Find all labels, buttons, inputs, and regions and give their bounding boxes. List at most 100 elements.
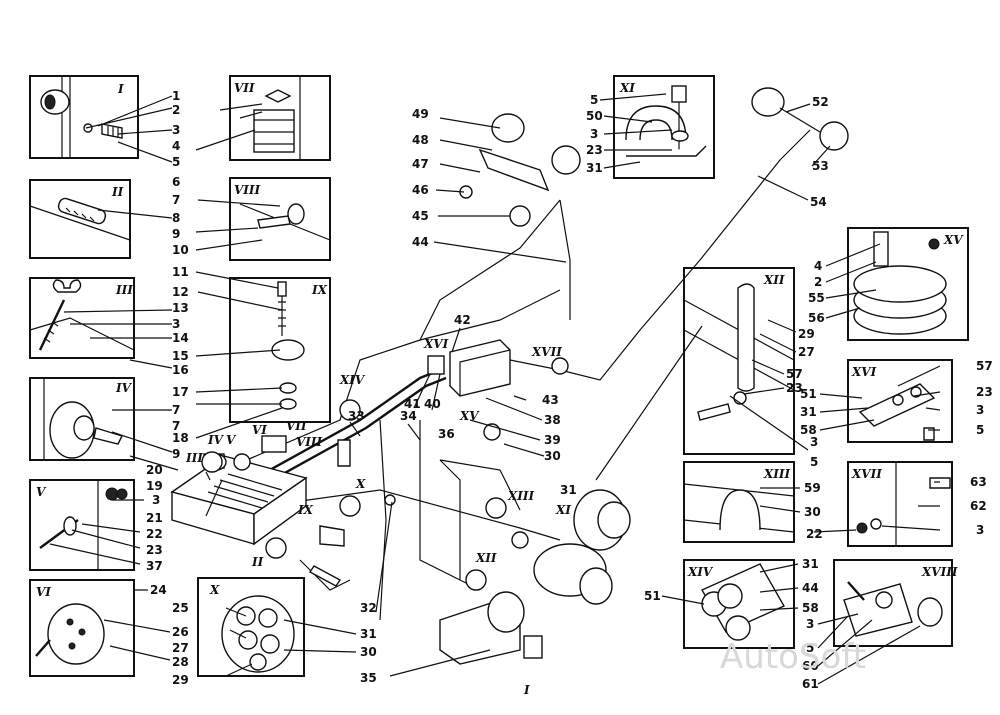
callout: 3	[590, 127, 598, 141]
inset-label-VII: VII	[234, 81, 255, 95]
callout: 39	[544, 433, 561, 447]
callout: 42	[454, 313, 471, 327]
callout: 16	[172, 363, 189, 377]
callout: 3	[976, 523, 984, 537]
callout: 13	[172, 301, 189, 315]
callout: 59	[804, 481, 821, 495]
inset-box-III: III	[29, 277, 135, 359]
callout: 31	[800, 405, 817, 419]
callout: 5	[810, 455, 818, 469]
callout: 53	[812, 159, 829, 173]
callout: 14	[172, 331, 189, 345]
callout: 61	[802, 677, 819, 691]
main-label-XVII: XVII	[531, 345, 562, 359]
inset-label-IV: IV	[115, 381, 133, 395]
callout: 57	[976, 359, 993, 373]
main-label-XIII: XIII	[507, 489, 535, 503]
callout: 52	[812, 95, 829, 109]
inset-label-II: II	[111, 185, 124, 199]
callout: 5	[976, 423, 984, 437]
callout: 62	[970, 499, 987, 513]
callout: 29	[172, 673, 189, 687]
main-label-XIV: XIV	[339, 373, 366, 387]
callout: 51	[644, 589, 661, 603]
inset-label-VIII: VIII	[234, 183, 261, 197]
inset-box-XV: XV	[847, 227, 969, 341]
callout: 48	[412, 133, 429, 147]
callout: 11	[172, 265, 189, 279]
callout: 44	[412, 235, 429, 249]
callout: 5	[806, 641, 814, 655]
inset-label-XIII: XIII	[763, 467, 791, 481]
inset-label-XV: XV	[943, 233, 964, 247]
callout: 43	[542, 393, 559, 407]
inset-box-XII: XII	[683, 267, 795, 455]
main-label-X: X	[355, 477, 366, 491]
callout: 7	[172, 193, 180, 207]
inset-box-XVIII: XVIII	[833, 559, 958, 647]
inset-box-XVII: XVII	[847, 461, 953, 547]
inset-label-XVI: XVI	[851, 365, 877, 379]
callout: 55	[808, 291, 825, 305]
inset-box-VII: VII	[229, 75, 331, 161]
main-label-II: II	[251, 555, 264, 569]
callout-numbers: 1 2 3 4 5 6 7 8 9 10 11 12 13 3 14 15 16…	[146, 89, 993, 691]
leader-lines	[49, 93, 941, 685]
callout: 34	[400, 409, 417, 423]
callout: 40	[424, 397, 441, 411]
callout: 56	[808, 311, 825, 325]
main-label-XII: XII	[475, 551, 497, 565]
callout: 22	[806, 527, 823, 541]
inset-label-XVII: XVII	[851, 467, 882, 481]
callout: 3	[976, 403, 984, 417]
inset-label-VI: VI	[36, 585, 51, 599]
callout: 17	[172, 385, 189, 399]
inset-box-IV: IV	[29, 377, 135, 461]
callout: 3	[172, 123, 180, 137]
main-label-VII: VII	[286, 419, 307, 433]
callout: 7	[172, 403, 180, 417]
inset-box-I: I	[29, 75, 139, 159]
main-label-IV: IV	[207, 433, 225, 447]
callout: 27	[172, 641, 189, 655]
callout: 4	[172, 139, 180, 153]
inset-label-III: III	[115, 283, 133, 297]
callout: 31	[586, 161, 603, 175]
callout: 24	[150, 583, 167, 597]
callout: 19	[146, 479, 163, 493]
inset-box-VIII: VIII	[229, 177, 331, 261]
callout: 9	[172, 447, 180, 461]
watermark-text: AutoSoft	[720, 637, 866, 677]
callout: 38	[544, 413, 561, 427]
callout: 54	[810, 195, 827, 209]
inset-box-XVI: XVI	[847, 359, 953, 443]
main-label-I: I	[523, 683, 530, 697]
callout: 44	[802, 581, 819, 595]
callout: 57	[786, 367, 803, 381]
callout: 23	[146, 543, 163, 557]
callout: 27	[798, 345, 815, 359]
callout: 29	[798, 327, 815, 341]
callout: 23	[976, 385, 993, 399]
callout: 23	[786, 381, 803, 395]
callout: 5	[590, 93, 598, 107]
callout: 9	[172, 227, 180, 241]
callout: 49	[412, 107, 429, 121]
main-label-VI: VI	[252, 423, 267, 437]
inset-box-V: V	[29, 479, 135, 571]
callout: 50	[586, 109, 603, 123]
callout: 35	[360, 671, 377, 685]
callout: 47	[412, 157, 429, 171]
inset-label-X: X	[209, 583, 220, 597]
callout: 31	[560, 483, 577, 497]
callout: 20	[146, 463, 163, 477]
callout: 30	[544, 449, 561, 463]
callout: 3	[806, 617, 814, 631]
callout: 18	[172, 431, 189, 445]
callout: 22	[146, 527, 163, 541]
callout: 25	[172, 601, 189, 615]
callout: 32	[360, 601, 377, 615]
callout: 10	[172, 243, 189, 257]
callout: 30	[360, 645, 377, 659]
